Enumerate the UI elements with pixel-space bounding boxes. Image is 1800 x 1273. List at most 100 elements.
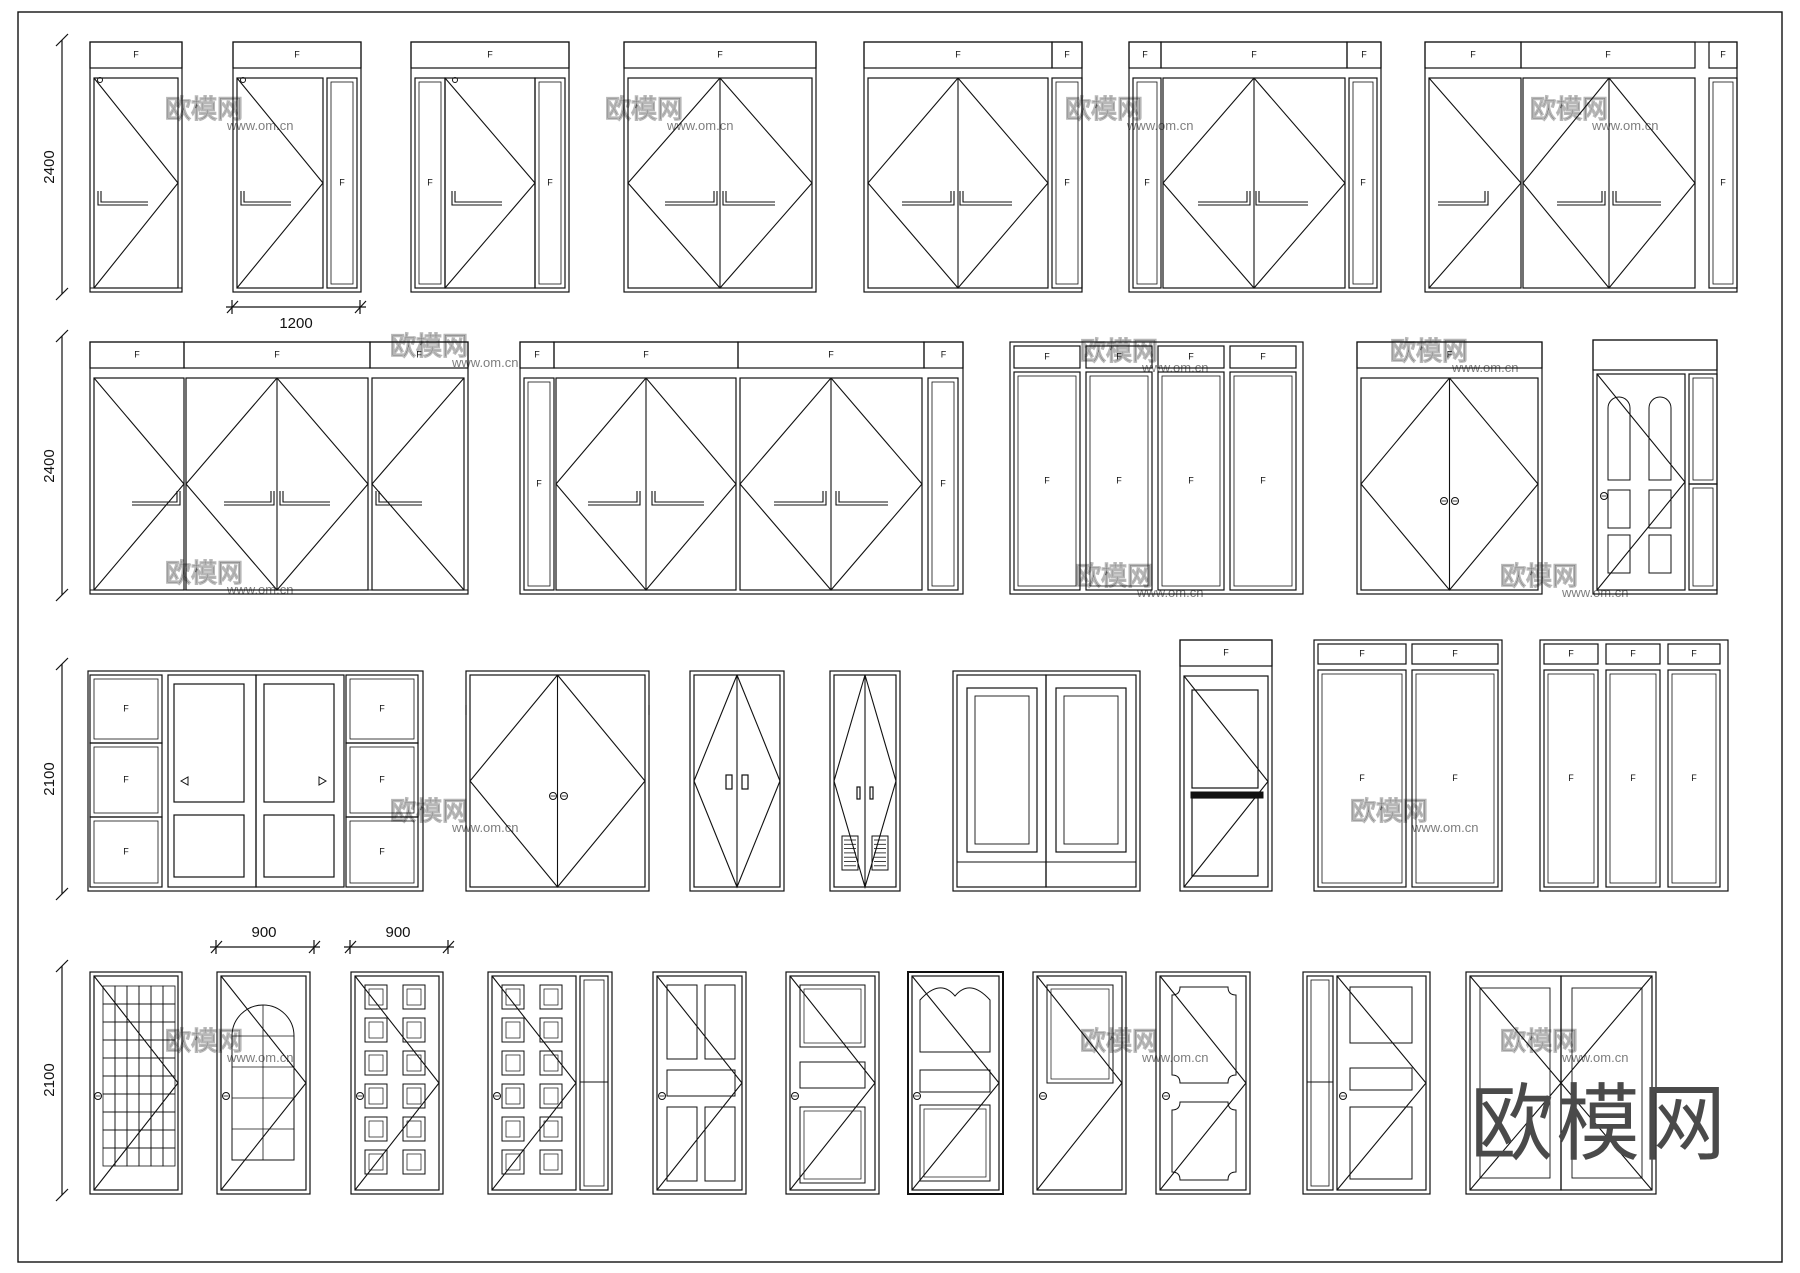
leaf-panel	[368, 1021, 384, 1039]
fixed-label: F	[1064, 49, 1070, 59]
glass-grid	[114, 1129, 128, 1149]
leaf-panel	[406, 1120, 422, 1138]
fixed-panel	[1605, 669, 1661, 888]
fixed-label: F	[339, 177, 345, 187]
leaf-panel	[543, 1087, 559, 1105]
panel-inner-line	[349, 678, 415, 740]
pull-handle	[282, 491, 330, 503]
leaf-panel	[803, 1110, 862, 1180]
fixed-panel	[1317, 669, 1407, 888]
leaf-panel	[368, 1087, 384, 1105]
knob-icon	[493, 1092, 501, 1100]
dimension-label-row-2: 2400	[41, 449, 58, 482]
fixed-label: F	[1452, 773, 1458, 783]
frame-line	[232, 41, 362, 293]
leaf-panel	[1055, 687, 1127, 853]
hinge-pin	[452, 77, 458, 83]
leaf-panel	[368, 988, 384, 1006]
pull-handle	[959, 191, 1012, 206]
knob-icon	[913, 1092, 921, 1100]
leaf-panel	[368, 1120, 384, 1138]
dimension-label-width-3: 900	[385, 924, 410, 941]
fixed-label: F	[1630, 648, 1636, 658]
pull-handle	[1198, 191, 1248, 203]
fixed-panel	[1157, 371, 1225, 591]
swing-line	[354, 975, 440, 1191]
panel-inner-line	[1712, 81, 1734, 285]
door-leaf	[1428, 77, 1522, 289]
pull-handle	[451, 191, 502, 206]
pull-handle	[902, 191, 955, 206]
door-r4-9	[1155, 971, 1251, 1195]
pull-handle	[100, 191, 148, 203]
leaf-panel	[539, 984, 563, 1010]
panel-inner-line	[1415, 673, 1495, 884]
fixed-label: F	[536, 478, 542, 488]
leaf-panel	[364, 1050, 388, 1076]
swing-line	[1596, 373, 1686, 591]
fixed-label: F	[1223, 647, 1229, 657]
glass-grid	[126, 1147, 140, 1167]
transom-panel	[410, 41, 570, 69]
glass-grid	[114, 1003, 128, 1023]
swing-line	[1360, 377, 1539, 591]
pull-handle	[835, 491, 888, 506]
panel-inner-line	[538, 81, 562, 285]
arched-panel	[1607, 396, 1631, 481]
fixed-label: F	[1568, 648, 1574, 658]
pull-handle	[774, 491, 827, 506]
transom-panel	[623, 41, 817, 69]
transom-panel	[1013, 345, 1081, 369]
louver-vent	[841, 835, 859, 871]
leaf-panel	[402, 1116, 426, 1142]
transom-panel	[1157, 345, 1225, 369]
swing-line	[867, 77, 1049, 289]
glass-grid	[138, 1147, 152, 1167]
panel-inner-line	[1089, 375, 1149, 587]
panel-inner-line	[931, 381, 955, 587]
leaf-panel	[539, 1050, 563, 1076]
transom-panel	[1346, 41, 1382, 69]
door-leaf	[255, 674, 345, 888]
panel-inner-line	[1547, 673, 1595, 884]
glass-grid	[138, 1075, 152, 1095]
fixed-label: F	[1605, 49, 1611, 59]
frame-line	[519, 341, 964, 595]
panel-inner-line	[349, 820, 415, 884]
glass-grid	[150, 985, 164, 1005]
door-r4-10	[1302, 971, 1431, 1195]
glass-grid	[150, 1129, 164, 1149]
knob-icon	[791, 1092, 799, 1100]
pull-handle	[454, 191, 502, 203]
glass-grid	[126, 1039, 140, 1059]
fixed-panel	[326, 77, 358, 289]
door-leaf	[236, 77, 324, 289]
pull-handle	[1612, 191, 1661, 206]
fixed-label: F	[1360, 177, 1366, 187]
leaf-panel	[704, 1106, 736, 1182]
pull-handle-icon	[869, 786, 874, 800]
glass-grid	[114, 985, 128, 1005]
leaf-panel	[966, 687, 1038, 853]
door-r3-6: F	[1179, 639, 1273, 892]
fixed-label: F	[1720, 49, 1726, 59]
swing-line	[220, 975, 307, 1191]
watermark-url: www.om.cn	[1411, 820, 1478, 835]
pull-handle	[651, 491, 704, 506]
glass-grid	[102, 1075, 116, 1095]
watermark-url: www.om.cn	[226, 118, 293, 133]
dimension-row-4: 2100	[41, 959, 69, 1202]
swing-line	[739, 377, 923, 591]
glass-grid	[126, 1075, 140, 1095]
panel-inner-line	[1352, 81, 1374, 285]
glass-grid	[126, 1003, 140, 1023]
knob-icon	[1451, 497, 1459, 505]
watermark-url: www.om.cn	[666, 118, 733, 133]
frame-line	[952, 670, 1141, 892]
watermark-text: 欧模网	[1530, 94, 1608, 124]
swing-line	[93, 377, 185, 591]
leaf-panel	[1607, 534, 1631, 574]
glass-grid	[150, 1147, 164, 1167]
